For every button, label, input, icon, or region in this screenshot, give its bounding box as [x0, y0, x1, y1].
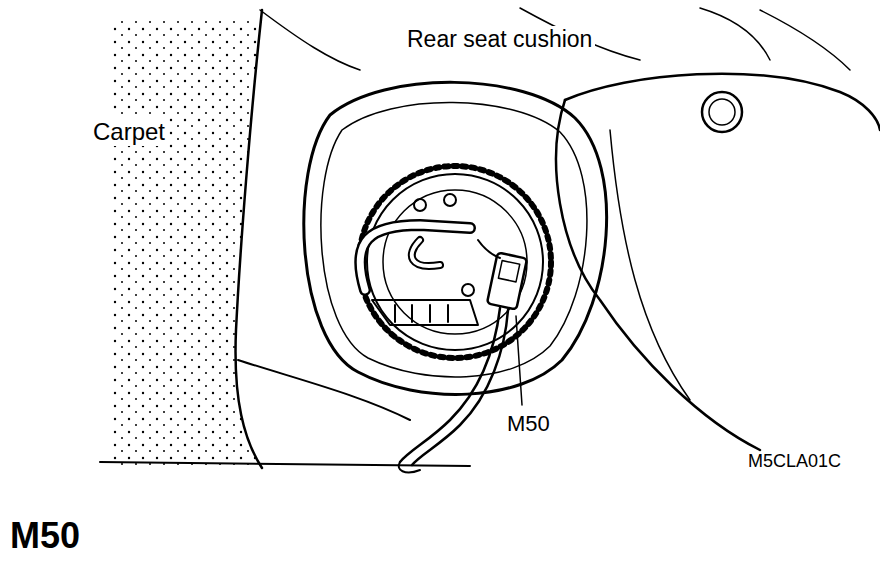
part-label: Rear seat cushion [404, 26, 595, 53]
connector-latch [498, 261, 519, 282]
pump-bolt [414, 199, 426, 211]
fuel-tube-inner [360, 225, 470, 290]
pump-base-slots [395, 305, 448, 322]
carpet-edge [236, 10, 262, 468]
harness-wire [400, 308, 500, 462]
fuel-tube [360, 225, 470, 290]
seat-cushion-outline [556, 100, 760, 450]
leader-line [516, 316, 522, 405]
pump-base [372, 300, 478, 325]
access-opening-inner [321, 102, 587, 377]
floor-line [238, 360, 410, 420]
figure-code: M5CLA01C [748, 452, 841, 472]
harness-wire [399, 462, 420, 472]
connector-label: M50 [504, 411, 553, 437]
seat-cushion-seam [700, 8, 770, 60]
pump-bolt [444, 194, 456, 206]
pump-flange-teeth [359, 166, 551, 358]
fuel-tube [412, 240, 440, 266]
cushion-hole [702, 92, 742, 132]
connector-body [487, 252, 527, 309]
cushion-hole [709, 99, 735, 125]
seat-cushion-outline [565, 74, 880, 130]
seat-cushion-seam [760, 10, 850, 70]
pump-plate [383, 190, 527, 334]
part-label: Carpet [90, 118, 168, 146]
harness-wire [412, 310, 508, 465]
figure-heading: M50 [10, 516, 80, 556]
pump-bolt [462, 284, 474, 296]
seat-cushion-edge [610, 130, 690, 400]
pump-wire [478, 240, 500, 258]
access-opening [304, 82, 607, 394]
fuel-tube-inner [412, 240, 440, 266]
panel-line [260, 10, 360, 70]
